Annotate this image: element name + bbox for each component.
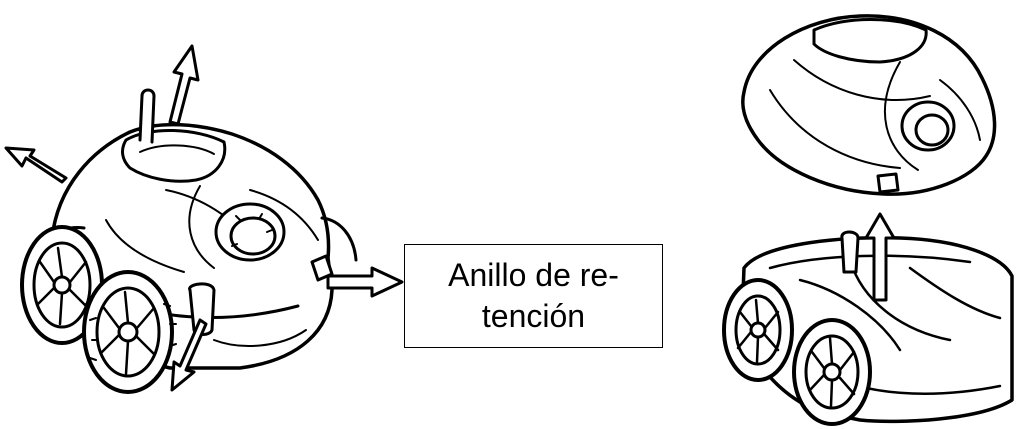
robot-chassis [722,212,1014,426]
robot-top-cover-removed [741,14,997,196]
retaining-ring-callout: Anillo de re- tención [404,244,663,348]
callout-line-2: tención [481,298,586,334]
callout-line-1: Anillo de re- [448,257,619,293]
robot-cleaner-assembled [4,44,404,394]
